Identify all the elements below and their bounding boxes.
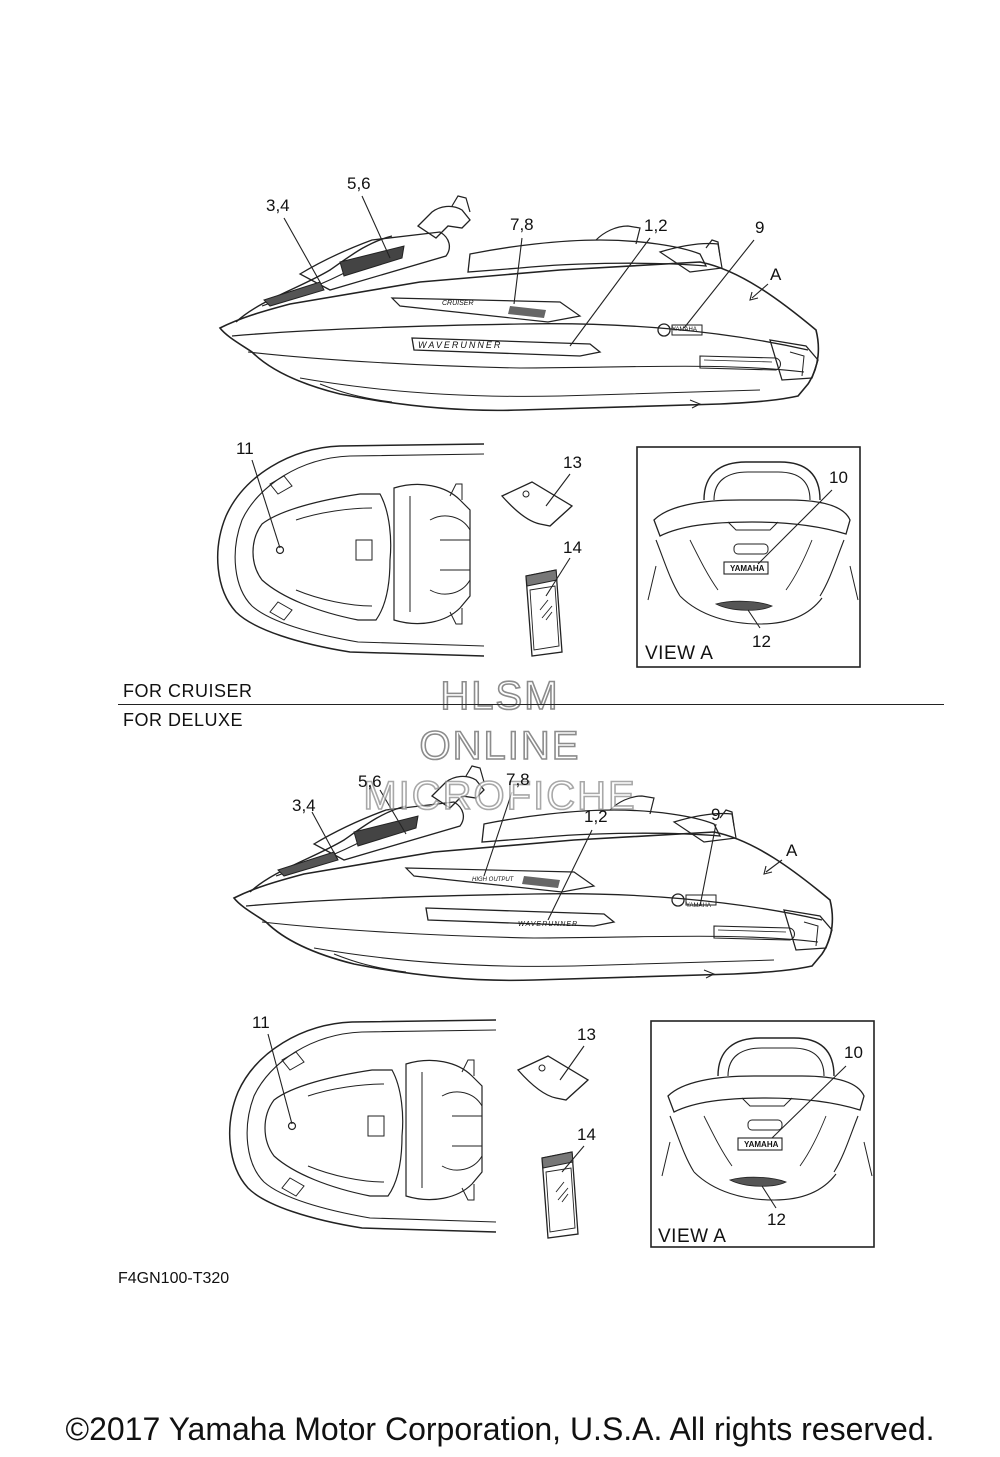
deluxe-callout-5-6: 5,6: [358, 772, 382, 791]
cruiser-callout-11: 11: [236, 439, 254, 458]
copyright-notice: ©2017 Yamaha Motor Corporation, U.S.A. A…: [65, 1411, 935, 1447]
cruiser-view-a-label: VIEW A: [645, 643, 714, 664]
cruiser-callout-10: 10: [829, 468, 848, 487]
deluxe-pouch-14: [541, 1151, 579, 1239]
deluxe-callout-11: 11: [252, 1013, 270, 1032]
deluxe-leader-lines: [267, 789, 847, 1209]
deluxe-callout-7-8: 7,8: [506, 770, 530, 789]
cruiser-callout-7-8: 7,8: [510, 215, 534, 234]
cruiser-decal-badge: YAMAHA: [672, 327, 697, 333]
deluxe-sticker-13: [517, 1055, 589, 1101]
cruiser-top-view: [216, 443, 485, 657]
deluxe-view-a-art: [661, 1037, 873, 1201]
cruiser-callout-3-4: 3,4: [266, 196, 290, 215]
deluxe-view-a-label: VIEW A: [658, 1226, 727, 1247]
deluxe-view-a-frame: [650, 1020, 875, 1248]
cruiser-view-a-frame: [636, 446, 861, 668]
deluxe-callout-14: 14: [577, 1125, 596, 1144]
cruiser-pouch-14: [525, 569, 563, 657]
section-divider: [118, 704, 944, 705]
deluxe-top-view: [228, 1019, 497, 1233]
deluxe-callout-9: 9: [711, 805, 721, 824]
cruiser-callout-13: 13: [563, 453, 582, 472]
deluxe-decal-waverunner: WAVERUNNER: [518, 921, 579, 928]
deluxe-decal-upper: HIGH OUTPUT: [472, 877, 514, 883]
cruiser-callout-12: 12: [752, 632, 771, 651]
watermark-line-1: HLSM: [440, 674, 560, 718]
cruiser-view-a-art: [647, 461, 859, 625]
cruiser-sticker-13: [501, 481, 573, 527]
cruiser-callout-9: 9: [755, 218, 765, 237]
deluxe-callout-10: 10: [844, 1043, 863, 1062]
cruiser-callout-1-2: 1,2: [644, 216, 668, 235]
deluxe-callout-a: A: [786, 841, 798, 860]
section-label-cruiser: FOR CRUISER: [123, 681, 253, 701]
deluxe-callout-3-4: 3,4: [292, 796, 316, 815]
cruiser-decal-upper: CRUISER: [442, 300, 474, 307]
watermark-line-2: ONLINE: [419, 724, 581, 768]
cruiser-leader-lines: [251, 195, 833, 629]
cruiser-decal-waverunner: WAVERUNNER: [418, 340, 503, 350]
deluxe-callout-1-2: 1,2: [584, 807, 608, 826]
section-label-deluxe: FOR DELUXE: [123, 710, 244, 730]
diagram-code: F4GN100-T320: [118, 1270, 230, 1287]
cruiser-callout-a: A: [770, 265, 782, 284]
deluxe-callout-13: 13: [577, 1025, 596, 1044]
deluxe-rear-decal: YAMAHA: [744, 1140, 779, 1149]
cruiser-callout-14: 14: [563, 538, 582, 557]
cruiser-rear-decal: YAMAHA: [730, 564, 765, 573]
deluxe-callout-12: 12: [767, 1210, 786, 1229]
cruiser-callout-5-6: 5,6: [347, 174, 371, 193]
watermark-line-3: MICROFICHE: [363, 774, 637, 818]
deluxe-decal-badge: YAMAHA: [686, 903, 711, 909]
